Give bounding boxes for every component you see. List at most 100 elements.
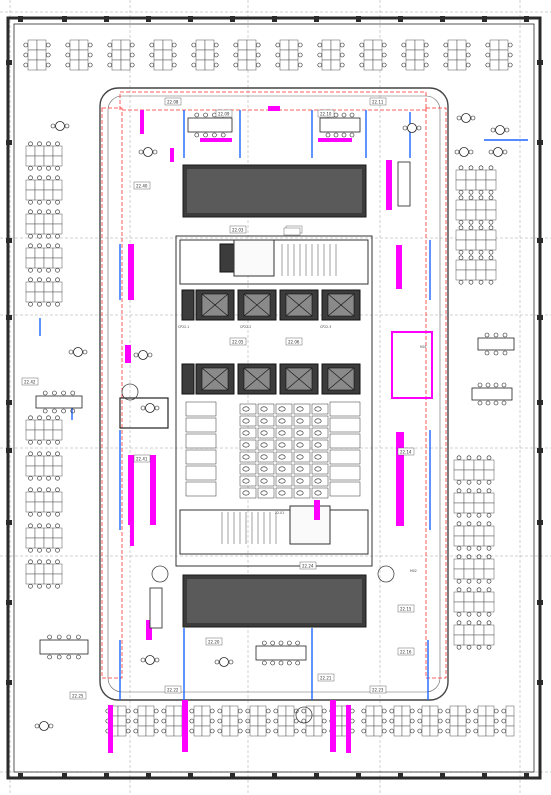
desk [401, 705, 411, 717]
column [146, 16, 151, 22]
desk [34, 573, 45, 585]
desk [27, 39, 38, 51]
desk [473, 459, 485, 471]
round-table [143, 147, 153, 157]
chair [465, 718, 471, 724]
seat [133, 352, 139, 358]
planter [295, 706, 313, 724]
chair [476, 578, 482, 584]
desk [52, 155, 63, 167]
chair [476, 545, 482, 551]
desk [120, 59, 131, 71]
desk [34, 223, 45, 235]
chair [466, 455, 472, 461]
seat [468, 149, 474, 155]
wc-fixture [296, 442, 304, 448]
chair [458, 225, 464, 231]
desk [453, 601, 465, 613]
chair [478, 255, 484, 261]
seat [402, 125, 408, 131]
chair [486, 620, 492, 626]
chair [191, 62, 197, 68]
desk [393, 705, 403, 717]
seat [295, 640, 300, 646]
chair [237, 708, 243, 714]
chair [317, 42, 323, 48]
lift-cross [285, 367, 313, 391]
seat [154, 405, 160, 411]
chair [28, 487, 33, 493]
chair [245, 708, 251, 714]
desk [43, 179, 54, 191]
chair [465, 62, 471, 68]
desk-cluster [301, 705, 327, 737]
seat [456, 115, 462, 121]
desk [485, 705, 495, 717]
desk [483, 502, 495, 514]
desk-cluster [25, 141, 63, 171]
chair [28, 583, 33, 589]
chair [46, 487, 51, 493]
chair [46, 415, 51, 421]
label-south-a: 22.20 [208, 640, 220, 645]
desk [483, 568, 495, 580]
desk [498, 39, 509, 51]
desk [447, 39, 458, 51]
desk-cluster [25, 523, 63, 553]
desk [34, 537, 45, 549]
wc-stall [293, 463, 311, 475]
chair [37, 439, 42, 445]
desk [111, 39, 122, 51]
chair [473, 718, 479, 724]
desk-cluster [107, 39, 135, 71]
chair [46, 277, 51, 283]
chair [46, 233, 51, 239]
wc-stall [239, 487, 257, 499]
service-shaft [181, 363, 195, 395]
desk [34, 465, 45, 477]
desk [463, 469, 475, 481]
desk [465, 229, 477, 241]
chair [456, 455, 462, 461]
chair [87, 42, 93, 48]
desk-cluster [453, 554, 495, 584]
desk [483, 634, 495, 646]
chair [476, 587, 482, 593]
chair [55, 415, 60, 421]
desk [43, 213, 54, 225]
desk-cluster [361, 705, 387, 737]
chair [265, 708, 271, 714]
desk [43, 573, 54, 585]
column [62, 16, 67, 22]
desk [52, 179, 63, 191]
desk [498, 59, 509, 71]
seat [34, 723, 40, 729]
magenta-panel [182, 700, 188, 752]
chair [213, 62, 219, 68]
service-shaft [181, 289, 195, 321]
desk [52, 537, 63, 549]
desk [485, 259, 497, 271]
desk-cluster [25, 277, 63, 307]
desk [204, 49, 215, 61]
column [18, 16, 23, 22]
magenta-panel [396, 432, 404, 526]
desk [52, 455, 63, 467]
wc-fixture [278, 478, 286, 484]
toilet-block [185, 401, 361, 499]
chair [46, 547, 51, 553]
desk [52, 527, 63, 539]
chair [55, 487, 60, 493]
wc-stall [275, 427, 293, 439]
label-east-a: 22.14 [400, 450, 412, 455]
desk [463, 591, 475, 603]
label-core-d: 22.06 [288, 340, 300, 345]
desk [485, 169, 497, 181]
chair [476, 479, 482, 485]
label-north-c: 22.10 [320, 112, 332, 117]
seat [504, 127, 510, 133]
lift-cross [243, 293, 271, 317]
chair [65, 42, 71, 48]
seat [147, 352, 153, 358]
